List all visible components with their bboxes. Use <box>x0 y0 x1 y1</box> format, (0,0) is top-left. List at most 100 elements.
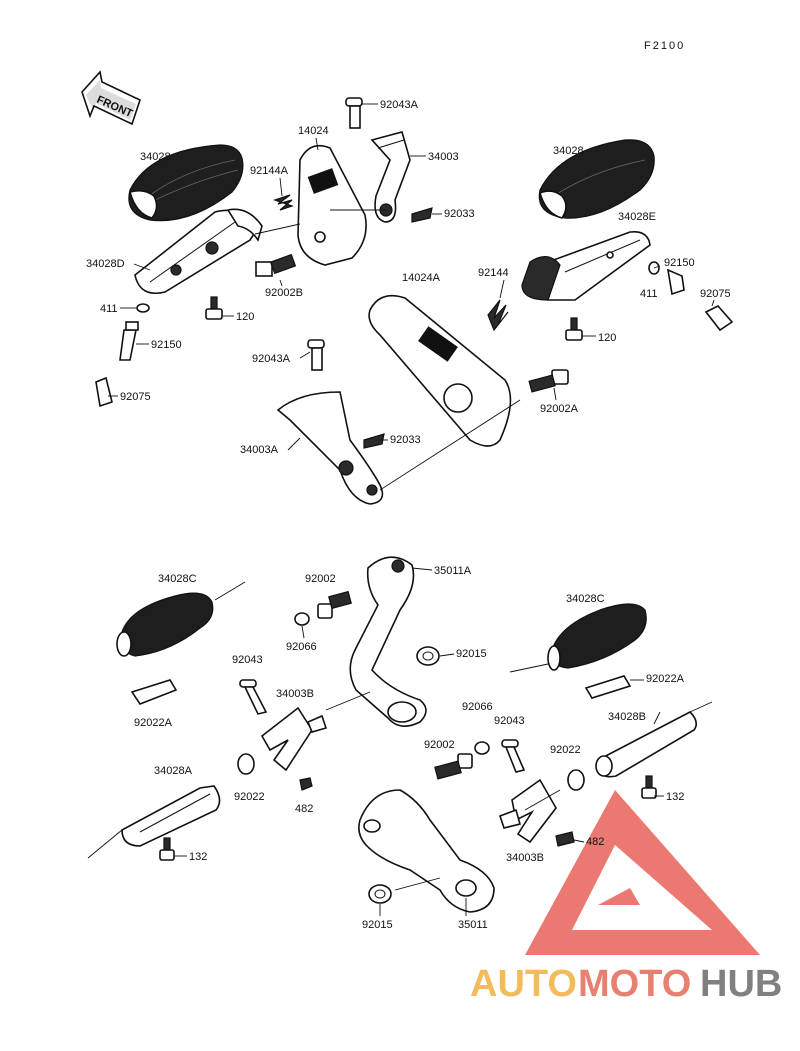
label-92043-left: 92043 <box>232 654 263 666</box>
nut-92066-right <box>474 741 490 755</box>
label-92022A-left: 92022A <box>134 717 173 729</box>
spring-92033-mid <box>363 433 385 449</box>
label-92043-right: 92043 <box>494 715 525 727</box>
label-92043A-mid: 92043A <box>252 353 291 365</box>
label-leaders <box>108 103 715 916</box>
pin-92043-left <box>239 679 268 715</box>
label-35011: 35011 <box>458 919 488 931</box>
front-arrow-icon: FRONT <box>81 70 141 126</box>
spring-482-left <box>299 777 313 791</box>
spring-92144A <box>273 194 294 211</box>
pin-92043-right <box>501 739 526 773</box>
pin-92150-right <box>666 268 685 296</box>
label-92066-left: 92066 <box>286 641 317 653</box>
label-92022A-right: 92022A <box>646 673 685 685</box>
label-92033-mid: 92033 <box>390 434 421 446</box>
label-92075-left: 92075 <box>120 391 151 403</box>
label-34003B-left: 34003B <box>276 688 314 700</box>
spring-92144 <box>487 299 509 332</box>
label-34028C-left: 34028C <box>158 573 197 585</box>
label-120-right: 120 <box>598 332 616 344</box>
right-footpeg-34028E <box>521 230 651 301</box>
bolt-120-right <box>565 317 583 341</box>
arm-35011A <box>349 556 427 727</box>
washer-92022-left <box>237 753 255 775</box>
label-92015-bottom: 92015 <box>362 919 393 931</box>
label-35011A: 35011A <box>434 565 472 577</box>
spring-92033-top <box>411 207 433 223</box>
label-34028C-right: 34028C <box>566 593 605 605</box>
label-92002-top: 92002 <box>305 573 336 585</box>
label-120-left: 120 <box>236 311 254 323</box>
part-labels: 92043A 14024 34003 34028 92144A 92033 34… <box>86 99 731 931</box>
label-92150-right: 92150 <box>664 257 695 269</box>
bolt-120-left <box>205 296 223 320</box>
left-grip-34028C <box>116 581 246 657</box>
label-34028B: 34028B <box>608 711 646 723</box>
pad-92022A-left <box>130 679 178 705</box>
bracket-34003B-right <box>498 778 557 844</box>
label-34028-left: 34028 <box>140 151 171 163</box>
bolt-92002-bottom <box>434 753 473 780</box>
bolt-92002B <box>255 253 297 277</box>
pin-92043A-top <box>345 97 363 129</box>
label-411-left: 411 <box>100 303 118 315</box>
label-92002-bottom: 92002 <box>424 739 455 751</box>
bracket-34003B-left <box>260 706 328 772</box>
nut-92015-top <box>416 646 440 666</box>
washer-411-left <box>136 303 150 313</box>
watermark-auto: AUTO <box>470 963 577 1005</box>
label-92066-right: 92066 <box>462 701 493 713</box>
footpeg-34028B <box>595 701 713 778</box>
bracket-34003 <box>370 131 411 223</box>
bolt-132-right <box>641 775 657 799</box>
watermark-moto: MOTO <box>578 963 691 1005</box>
diagram-code: F2100 <box>644 40 685 52</box>
pad-92022A-right <box>584 675 632 699</box>
label-92144A: 92144A <box>250 165 289 177</box>
right-grip-34028 <box>538 139 655 219</box>
left-footpeg-34028D <box>134 208 263 294</box>
label-34003B-right: 34003B <box>506 852 544 864</box>
arm-35011 <box>358 789 495 913</box>
right-grip-34028C <box>509 603 647 673</box>
label-14024: 14024 <box>298 125 329 137</box>
bracket-34003A <box>276 391 384 505</box>
label-482-right: 482 <box>586 836 604 848</box>
washer-92022-right <box>567 769 585 791</box>
spring-482-right <box>555 831 575 847</box>
pin-92043A-mid <box>307 339 325 371</box>
label-34028E: 34028E <box>618 211 656 223</box>
label-92022-left: 92022 <box>234 791 265 803</box>
pin-92075-right <box>704 305 734 332</box>
label-34003: 34003 <box>428 151 459 163</box>
label-132-right: 132 <box>666 791 684 803</box>
label-92033-top: 92033 <box>444 208 475 220</box>
footpeg-34028A <box>87 785 221 859</box>
label-92002B: 92002B <box>265 287 303 299</box>
left-grip-34028 <box>128 144 244 222</box>
bolt-92002-top <box>317 590 352 619</box>
watermark-logo: AUTO MOTO HUB <box>470 790 782 1005</box>
watermark-hub: HUB <box>700 963 782 1005</box>
label-411-right: 411 <box>640 288 658 300</box>
nut-92015-bottom <box>368 884 392 904</box>
label-34028-right: 34028 <box>553 145 584 157</box>
label-34003A: 34003A <box>240 444 279 456</box>
plate-14024A <box>368 294 512 447</box>
label-34028D: 34028D <box>86 258 125 270</box>
bolt-132-left <box>159 837 175 861</box>
pin-92075-left <box>95 376 113 408</box>
label-34028A: 34028A <box>154 765 193 777</box>
label-92144: 92144 <box>478 267 509 279</box>
label-14024A: 14024A <box>402 272 441 284</box>
label-92022-right: 92022 <box>550 744 581 756</box>
plate-14024 <box>297 144 367 266</box>
label-482-left: 482 <box>295 803 313 815</box>
pin-92150-left <box>119 321 139 361</box>
label-92043A-top: 92043A <box>380 99 419 111</box>
label-92015-top: 92015 <box>456 648 487 660</box>
label-92002A: 92002A <box>540 403 579 415</box>
bolt-92002A <box>528 369 569 393</box>
label-132-left: 132 <box>189 851 207 863</box>
